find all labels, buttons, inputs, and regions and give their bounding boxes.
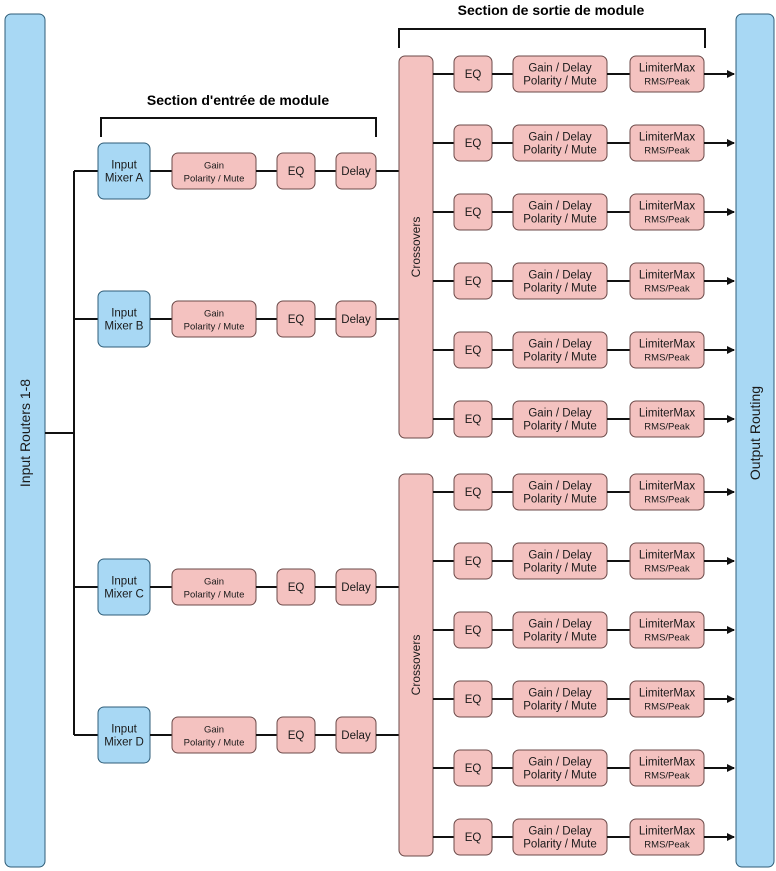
crossover-box	[398, 55, 434, 439]
crossover-box	[398, 473, 434, 857]
eq-label: EQ	[288, 730, 305, 742]
input-section-bracket	[100, 117, 377, 137]
delay-label: Delay	[341, 730, 371, 742]
output-eq-label: EQ	[465, 69, 482, 81]
output-routing-label: Output Routing	[747, 386, 763, 480]
crossover-group: Crossovers	[398, 473, 434, 857]
delay-label: Delay	[341, 582, 371, 594]
output-section-bracket	[398, 28, 706, 48]
crossover-label: Crossovers	[409, 635, 423, 696]
delay-label: Delay	[341, 166, 371, 178]
output-section-header: Section de sortie de module	[458, 2, 645, 18]
output-eq-label: EQ	[465, 138, 482, 150]
delay-label: Delay	[341, 314, 371, 326]
output-eq-label: EQ	[465, 345, 482, 357]
input-section-header: Section d'entrée de module	[147, 92, 329, 108]
output-eq-label: EQ	[465, 207, 482, 219]
output-eq-label: EQ	[465, 763, 482, 775]
output-eq-label: EQ	[465, 625, 482, 637]
crossover-label: Crossovers	[409, 217, 423, 278]
output-eq-label: EQ	[465, 832, 482, 844]
eq-label: EQ	[288, 582, 305, 594]
output-eq-label: EQ	[465, 556, 482, 568]
input-routers-bar	[4, 13, 46, 868]
output-eq-label: EQ	[465, 487, 482, 499]
output-eq-label: EQ	[465, 276, 482, 288]
input-routers-label: Input Routers 1-8	[17, 379, 33, 487]
output-routing-bar	[735, 13, 775, 868]
output-eq-label: EQ	[465, 694, 482, 706]
eq-label: EQ	[288, 166, 305, 178]
crossover-group: Crossovers	[398, 55, 434, 439]
output-eq-label: EQ	[465, 414, 482, 426]
eq-label: EQ	[288, 314, 305, 326]
